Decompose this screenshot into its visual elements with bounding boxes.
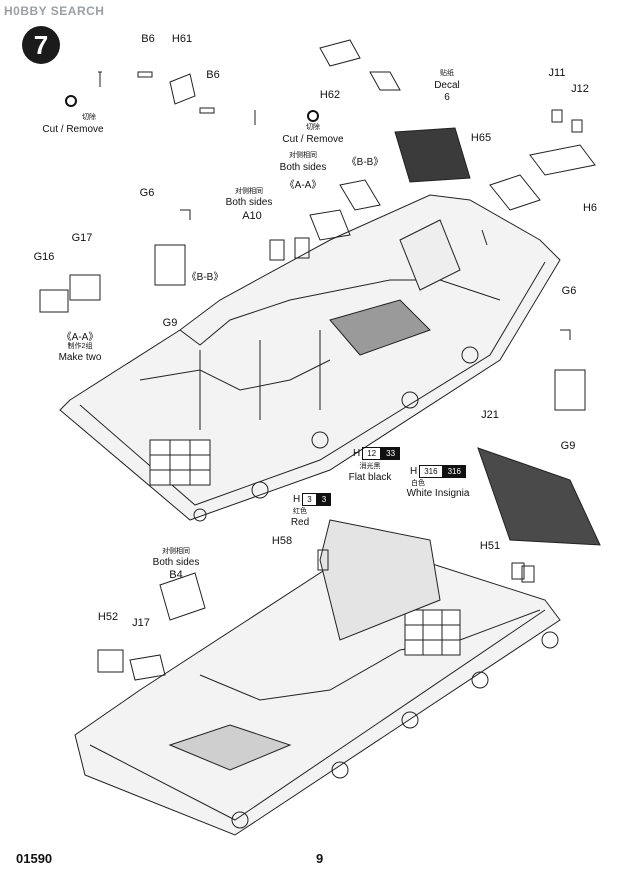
paint-code: 12 [362, 447, 382, 460]
page-number: 9 [316, 851, 324, 866]
red-cn: 红色 [293, 508, 307, 515]
label-bb-2: 《B-B》 [186, 272, 224, 283]
paint-code-dark: 316 [442, 465, 466, 478]
part-j21-drawing [477, 447, 601, 546]
both-sides-1-cn: 对侧相同 [289, 152, 317, 159]
label-j21: J21 [481, 409, 499, 421]
paint-red: H 3 3 [293, 493, 332, 506]
page-code: 01590 [16, 851, 53, 866]
label-j11: J11 [548, 67, 566, 79]
label-aa-2: 《A-A》 [61, 332, 99, 343]
cut-1-cn: 切除 [82, 114, 96, 121]
label-h52: H52 [97, 611, 119, 623]
red-en: Red [290, 517, 310, 528]
label-g6-a: G6 [139, 187, 155, 199]
label-b4: B4 [169, 569, 183, 581]
both-sides-3-en: Both sides [152, 557, 200, 568]
paint-h: H [410, 466, 418, 477]
label-aa-1: 《A-A》 [284, 180, 322, 191]
decal-cn: 贴纸 [440, 70, 454, 77]
paint-code: 3 [302, 493, 317, 506]
label-bb-1: 《B-B》 [346, 157, 384, 168]
flat-black-en: Flat black [348, 472, 392, 483]
decal-number: 6 [444, 92, 450, 103]
step-number-badge: 7 [22, 26, 60, 64]
paint-h: H [353, 448, 361, 459]
upper-hull-drawing [59, 194, 561, 522]
cut-1-en: Cut / Remove [42, 124, 104, 135]
cut-2-cn: 切除 [306, 124, 320, 131]
decal-en: Decal [434, 80, 460, 91]
label-a10: A10 [242, 210, 262, 222]
paint-flat-black: H 12 33 [353, 447, 401, 460]
label-h6: H6 [582, 202, 598, 214]
label-g9-a: G9 [162, 317, 178, 329]
cut-icon-2 [307, 110, 319, 125]
watermark: H0BBY SEARCH [4, 4, 105, 18]
white-en: White Insignia [406, 488, 470, 499]
white-cn: 白色 [411, 480, 425, 487]
label-h61: H61 [171, 33, 193, 45]
flat-black-cn: 消光黑 [359, 463, 381, 470]
label-g9-b: G9 [560, 440, 576, 452]
both-sides-2-en: Both sides [225, 197, 273, 208]
paint-code-dark: 33 [381, 447, 401, 460]
cut-icon-1 [65, 95, 77, 110]
paint-white: H 316 316 [410, 465, 466, 478]
small-parts-drawing [39, 39, 596, 681]
paint-code-dark: 3 [316, 493, 332, 506]
label-g16: G16 [33, 251, 55, 263]
label-b6-a: B6 [141, 33, 155, 45]
make-two-en: Make two [58, 352, 102, 363]
both-sides-1-en: Both sides [279, 162, 327, 173]
lower-hull-drawing [74, 519, 561, 836]
label-g6-b: G6 [561, 285, 577, 297]
label-h65: H65 [470, 132, 492, 144]
paint-code: 316 [419, 465, 443, 478]
label-h51: H51 [479, 540, 501, 552]
make-two-cn: 制作2组 [67, 343, 93, 350]
paint-h: H [293, 494, 301, 505]
cut-2-en: Cut / Remove [282, 134, 344, 145]
label-h58: H58 [271, 535, 293, 547]
label-j12: J12 [571, 83, 589, 95]
both-sides-2-cn: 对侧相同 [235, 188, 263, 195]
label-g17: G17 [71, 232, 93, 244]
label-h62: H62 [319, 89, 341, 101]
label-b6-b: B6 [206, 69, 220, 81]
both-sides-3-cn: 对侧相同 [162, 548, 190, 555]
label-j17: J17 [132, 617, 150, 629]
